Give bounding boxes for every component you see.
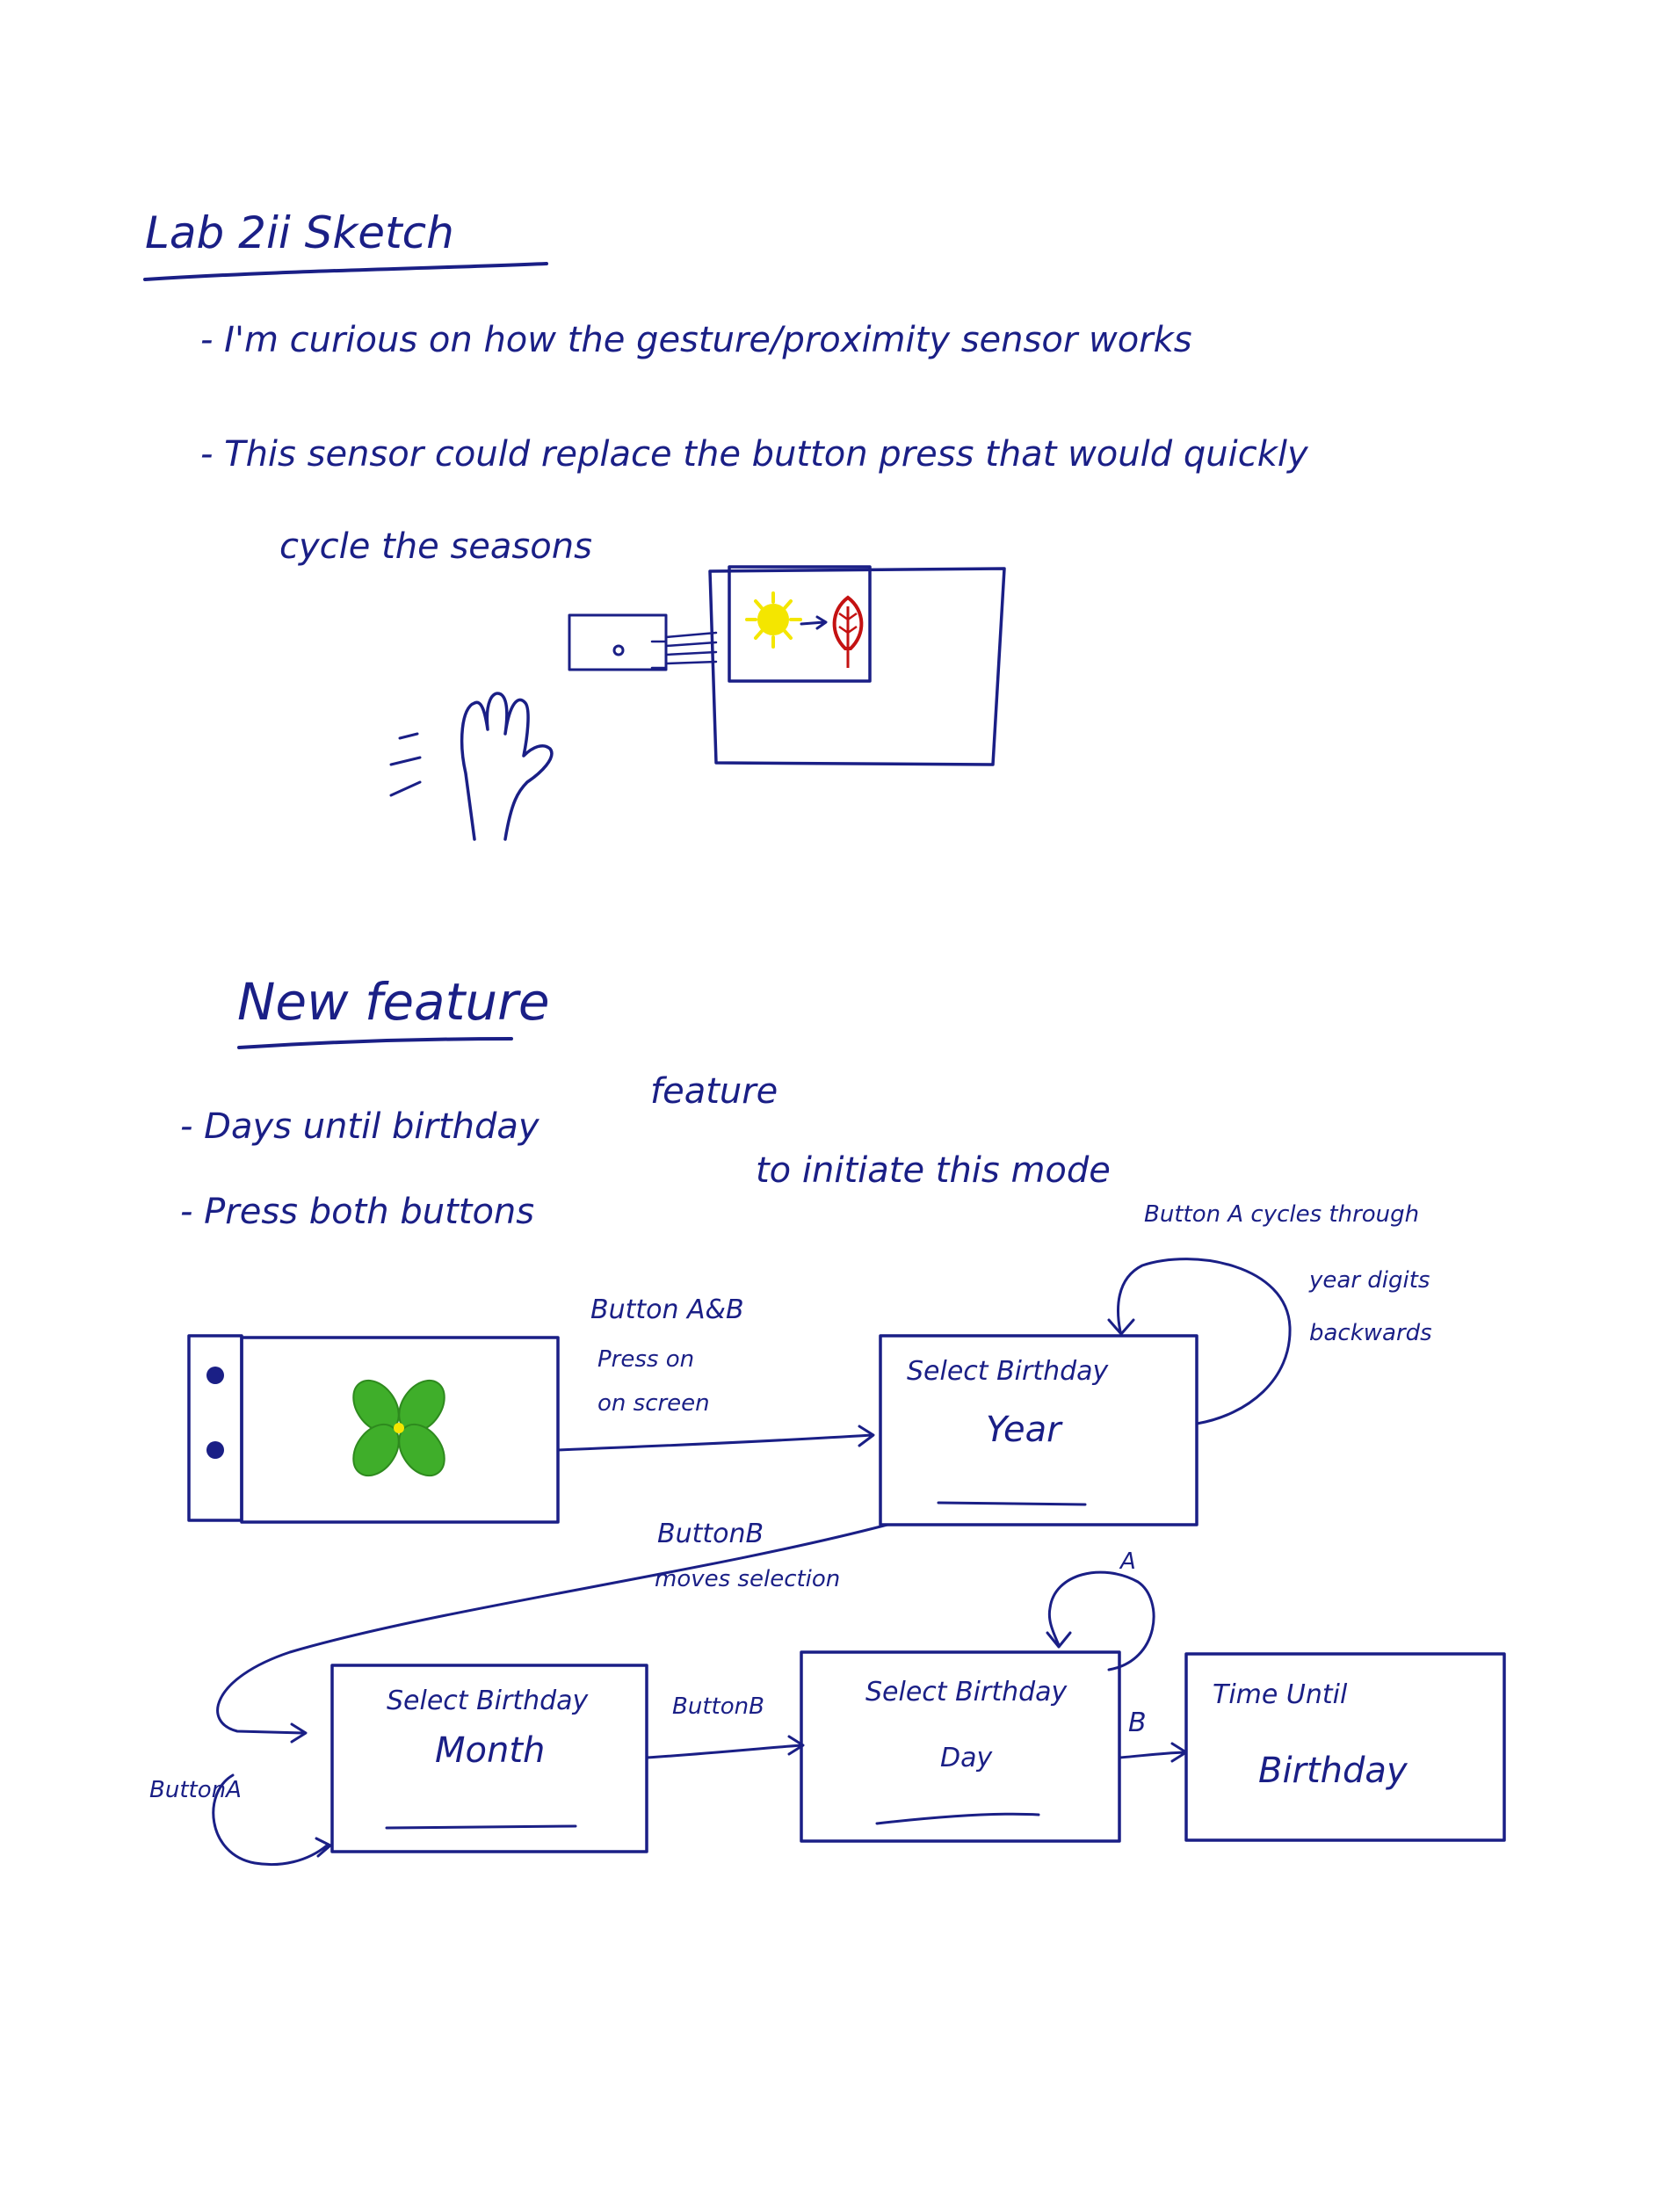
sketch-title: Lab 2ii Sketch — [145, 207, 454, 258]
note-replace-line2: cycle the seasons — [279, 526, 592, 567]
bullet-birthday-feature: feature — [650, 1071, 778, 1112]
loop-month — [212, 1773, 332, 1867]
note-curious: - I'm curious on how the gesture/proximi… — [200, 320, 1192, 360]
month-entry-underline — [385, 1824, 577, 1830]
day-box-line2: Day — [940, 1743, 993, 1773]
time-box-line2: Birthday — [1258, 1751, 1408, 1791]
year-box-line2: Year — [986, 1410, 1063, 1450]
day-entry-underline — [875, 1812, 1040, 1825]
year-entry-underline — [937, 1501, 1087, 1506]
edge-ab-label: Button A&B — [590, 1294, 744, 1325]
bullet-birthday: - Days until birthday — [180, 1106, 540, 1147]
bullet-press-both: - Press both buttons — [180, 1192, 534, 1232]
title-underline — [143, 262, 548, 281]
edge-b-move-label: ButtonB — [657, 1519, 764, 1549]
edge-b-month-day-label: ButtonB — [672, 1693, 764, 1720]
edge-b-day-time-label: B — [1128, 1708, 1147, 1738]
season-arrow — [800, 615, 828, 630]
feature-heading-underline — [237, 1037, 513, 1049]
loop-note-line2: year digits — [1308, 1267, 1430, 1294]
loop-day — [1046, 1570, 1155, 1671]
loop-note-line3: backwards — [1309, 1320, 1432, 1346]
loop-year — [1107, 1258, 1292, 1425]
start-device — [187, 1334, 560, 1524]
edge-ab-on-screen: on screen — [597, 1390, 710, 1417]
time-box-line1: Time Until — [1213, 1679, 1348, 1710]
clover-icon — [352, 1379, 445, 1477]
sun-icon — [745, 591, 802, 649]
device-screen-drawing — [708, 565, 1006, 766]
edge-b-move-sub: moves selection — [655, 1566, 840, 1592]
month-box-line1: Select Birthday — [387, 1686, 590, 1716]
leaf-icon — [832, 595, 864, 668]
device-button-b — [206, 1441, 224, 1459]
gesture-sensor-drawing — [568, 613, 718, 671]
bullet-initiate: to initiate this mode — [756, 1150, 1111, 1191]
edge-ab-press: Press on — [597, 1346, 694, 1373]
arrow-start-to-year — [556, 1425, 875, 1452]
arrow-month-to-day — [645, 1735, 805, 1759]
time-until-birthday-box: Time Until Birthday — [1184, 1652, 1506, 1842]
select-year-box: Select Birthday Year — [879, 1334, 1198, 1526]
edge-a-label: A — [1119, 1548, 1136, 1575]
loop-note-line1: Button A cycles through — [1144, 1201, 1419, 1228]
edge-button-a-label: ButtonA — [149, 1777, 242, 1803]
feature-heading: New feature — [237, 972, 550, 1032]
year-box-line1: Select Birthday — [907, 1356, 1110, 1387]
select-day-box: Select Birthday Day — [800, 1650, 1121, 1843]
note-replace-line1: - This sensor could replace the button p… — [200, 434, 1309, 475]
arrow-day-to-time — [1118, 1742, 1188, 1763]
month-box-line2: Month — [435, 1730, 545, 1771]
device-button-a — [206, 1367, 224, 1384]
arrow-year-to-month — [216, 1523, 889, 1744]
select-month-box: Select Birthday Month — [330, 1664, 648, 1853]
day-box-line1: Select Birthday — [865, 1677, 1068, 1708]
waving-hand-drawing — [389, 692, 554, 841]
